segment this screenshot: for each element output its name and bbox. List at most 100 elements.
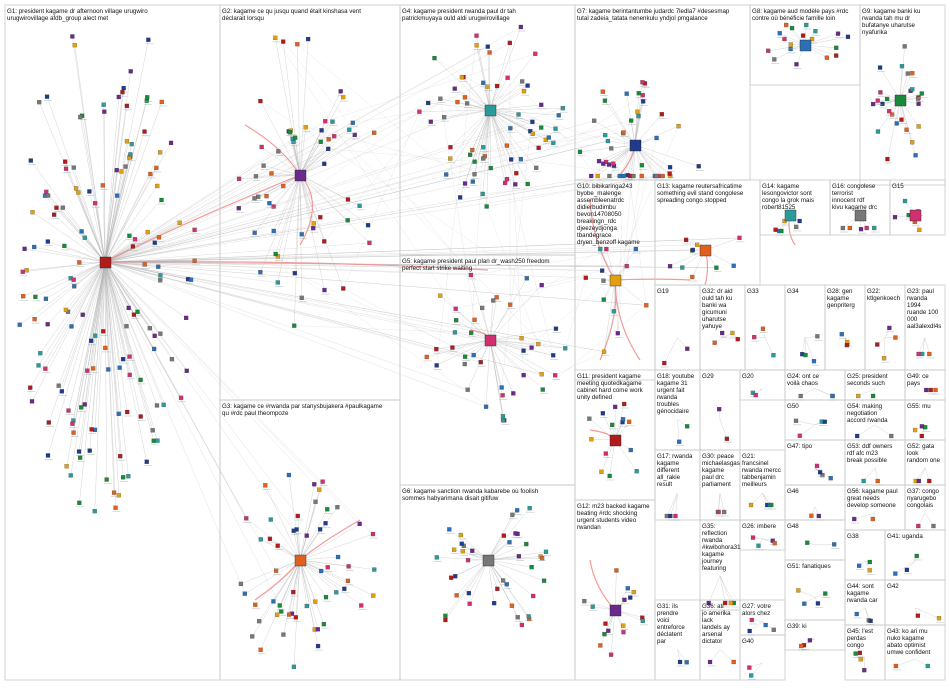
node-g4-54 <box>459 75 465 80</box>
node-g1-55 <box>82 402 87 407</box>
node-g12-5 <box>608 652 614 657</box>
node-g4-49 <box>504 177 510 182</box>
node-g7-38 <box>639 173 644 179</box>
node-g2-44 <box>357 203 362 208</box>
node-g1-36 <box>32 316 37 322</box>
node-g2-23 <box>372 130 377 135</box>
node-g7-41 <box>607 173 612 179</box>
group-label-g47: G47: tipo <box>787 443 813 450</box>
node-g10-3 <box>600 268 605 273</box>
node-g11-5 <box>613 404 618 410</box>
node-g3-10 <box>258 647 263 652</box>
node-g36-0 <box>707 659 713 665</box>
node-g1-111 <box>72 284 77 289</box>
node-g12-8 <box>625 586 630 591</box>
group-label-g6: G6: kagame sanction rwanda kabarebe où f… <box>402 488 539 502</box>
group-label-g42: G42 <box>887 583 899 590</box>
node-g46-0 <box>816 513 821 519</box>
node-g10-8 <box>615 331 620 336</box>
node-g32-2 <box>720 330 725 336</box>
node-g1-101 <box>115 193 120 198</box>
node-g4-0 <box>464 101 470 106</box>
node-g56-0 <box>852 516 857 522</box>
node-g5-9 <box>499 385 504 390</box>
node-g9-8 <box>885 96 890 102</box>
node-g5-6 <box>500 393 505 398</box>
node-g7-21 <box>631 173 636 179</box>
node-g17-1 <box>664 513 669 519</box>
node-g1-79 <box>154 403 160 408</box>
group-label-g5: G5: kagame president paul plan dr_wash25… <box>402 258 550 272</box>
node-g5-23 <box>511 391 516 396</box>
node-g7-11 <box>592 118 597 123</box>
node-g5-31 <box>539 372 544 377</box>
node-g8-8 <box>772 57 777 62</box>
node-g52-2 <box>916 478 921 484</box>
node-g1-34 <box>138 414 143 419</box>
node-g51-3 <box>796 588 801 593</box>
node-g10-9 <box>644 303 649 308</box>
node-g3-21 <box>372 567 377 572</box>
node-g1-40 <box>121 85 126 91</box>
node-g1-6 <box>142 262 147 267</box>
node-g2-42 <box>338 89 343 94</box>
node-g1-116 <box>103 345 108 351</box>
node-g13-5 <box>731 263 736 268</box>
hub-node-g12 <box>609 604 622 617</box>
node-g6-2 <box>526 614 531 619</box>
group-label-g39: G39: ki <box>787 623 807 630</box>
node-g6-19 <box>495 586 500 591</box>
group-box-g45 <box>844 624 886 681</box>
node-g13-2 <box>737 235 742 240</box>
node-g6-31 <box>539 556 545 561</box>
node-g23-2 <box>916 351 921 357</box>
node-g2-7 <box>306 36 311 42</box>
node-g4-13 <box>472 159 477 164</box>
node-g1-99 <box>56 383 61 388</box>
node-g4-29 <box>505 75 510 80</box>
node-g1-75 <box>29 399 35 404</box>
node-g4-27 <box>504 143 510 148</box>
hub-node-g3 <box>294 554 307 567</box>
node-g2-48 <box>271 228 276 234</box>
node-g1-114 <box>124 103 130 109</box>
node-g1-39 <box>150 428 155 433</box>
node-g26-3 <box>750 535 756 540</box>
hub-node-g6 <box>482 554 495 567</box>
node-g1-57 <box>36 363 41 368</box>
node-g30-1 <box>716 509 721 515</box>
node-g3-1 <box>304 603 309 609</box>
node-g1-103 <box>30 210 35 215</box>
node-g23-0 <box>927 351 932 357</box>
node-g2-54 <box>275 280 280 285</box>
node-g1-19 <box>158 278 163 283</box>
hub-node-g15 <box>909 209 922 222</box>
node-g1-30 <box>45 239 50 244</box>
node-g7-9 <box>603 132 608 138</box>
node-g21-2 <box>769 502 774 508</box>
node-g7-25 <box>595 173 600 179</box>
node-g9-3 <box>875 129 881 134</box>
node-g45-0 <box>853 651 858 656</box>
node-g12-7 <box>628 595 633 600</box>
node-g1-4 <box>118 454 123 459</box>
node-g2-25 <box>271 204 276 209</box>
node-g10-2 <box>601 278 606 283</box>
node-g46-1 <box>809 513 814 518</box>
node-g55-3 <box>919 424 925 429</box>
node-g6-32 <box>434 555 439 560</box>
node-g1-11 <box>17 322 22 327</box>
node-g1-23 <box>24 268 29 273</box>
node-g5-37 <box>462 361 467 367</box>
node-g1-85 <box>80 312 85 317</box>
node-g1-104 <box>89 427 94 432</box>
node-g1-89 <box>169 357 175 362</box>
node-g17-2 <box>668 513 673 519</box>
node-g3-9 <box>312 482 317 487</box>
